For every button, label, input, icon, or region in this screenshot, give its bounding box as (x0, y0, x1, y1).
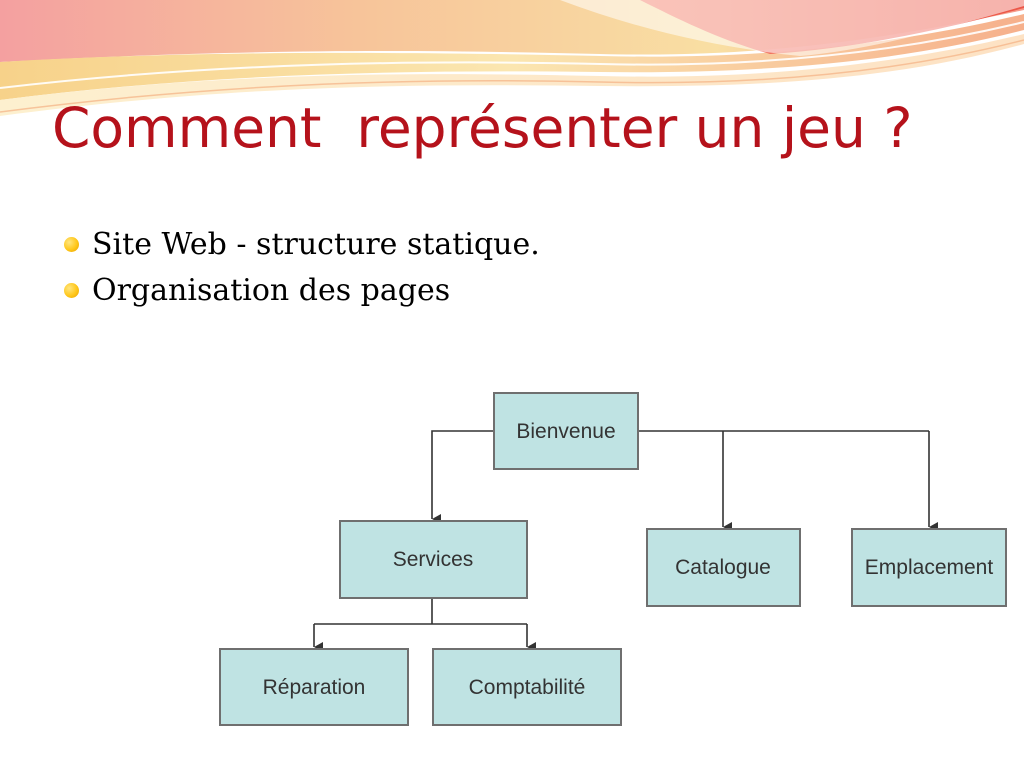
bullet-dot-icon (64, 283, 79, 298)
wave-white-curve (560, 0, 1024, 56)
node-reparation: Réparation (219, 648, 409, 726)
node-services: Services (339, 520, 528, 599)
bullet-item: Organisation des pages (62, 268, 540, 314)
node-comptabilite: Comptabilité (432, 648, 622, 726)
node-bienvenue: Bienvenue (493, 392, 639, 470)
wave-band-middle (0, 14, 1024, 100)
bullet-text: Site Web - structure statique. (92, 227, 540, 262)
node-reparation-label: Réparation (263, 676, 366, 699)
bullet-text: Organisation des pages (92, 273, 451, 308)
bullet-list: Site Web - structure statique. Organisat… (62, 222, 540, 314)
header-wave-decoration (0, 0, 1024, 116)
node-emplacement: Emplacement (851, 528, 1007, 607)
wave-band-light (0, 34, 1024, 116)
node-emplacement-label: Emplacement (865, 556, 994, 579)
node-catalogue-label: Catalogue (675, 556, 771, 579)
wave-thin-line-2 (0, 39, 1024, 113)
node-catalogue: Catalogue (646, 528, 801, 607)
wave-thin-line (0, 21, 1024, 89)
node-comptabilite-label: Comptabilité (469, 676, 586, 699)
edge-services-trunk (314, 598, 527, 625)
node-services-label: Services (393, 548, 474, 571)
bullet-item: Site Web - structure statique. (62, 222, 540, 268)
bullet-dot-icon (64, 237, 79, 252)
slide-title: Comment représenter un jeu ? (52, 96, 913, 160)
node-bienvenue-label: Bienvenue (516, 420, 615, 443)
edge-bienvenue-services (431, 430, 494, 524)
